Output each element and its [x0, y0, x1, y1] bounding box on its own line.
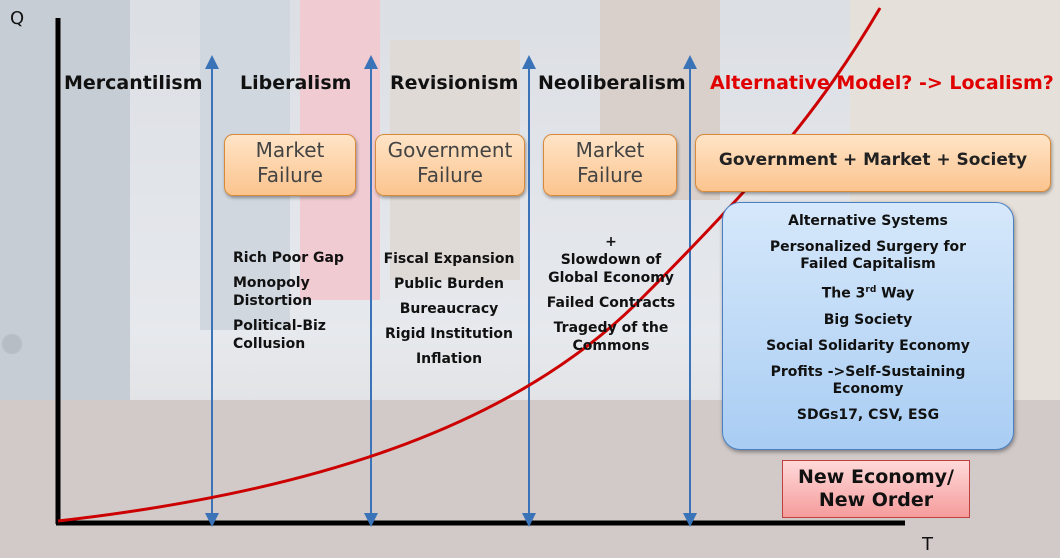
issue-item: Fiscal Expansion [383, 251, 515, 267]
issue-item: Rich Poor Gap [233, 250, 344, 266]
issue-item: Failed Contracts [546, 295, 676, 311]
liberalism-issues: Rich Poor Gap Monopoly Distortion Politi… [233, 249, 344, 360]
issue-item: Bureaucracy [399, 301, 499, 317]
era-mercantilism: Mercantilism [64, 72, 203, 94]
alternative-system-item: SDGs17, CSV, ESG [796, 406, 940, 423]
alternative-system-item: Big Society [823, 311, 913, 328]
era-neoliberalism: Neoliberalism [538, 72, 686, 94]
issue-item: Political-Biz Collusion [233, 318, 326, 352]
failure-line-2: Failure [417, 163, 483, 187]
failure-box-liberalism: Market Failure [224, 134, 356, 196]
alternative-system-item: Social Solidarity Economy [766, 337, 970, 354]
issue-item: + [605, 234, 617, 250]
x-axis-label: T [922, 534, 933, 555]
alternative-systems-title: Alternative Systems [788, 213, 948, 229]
issue-item: Rigid Institution [384, 326, 514, 342]
era-revisionism: Revisionism [390, 72, 519, 94]
era-alternative-model: Alternative Model? -> Localism? [710, 72, 1054, 94]
failure-line-2: Failure [257, 163, 323, 187]
failure-line-1: Market [575, 138, 645, 162]
alternative-systems-box: Alternative Systems Personalized Surgery… [722, 202, 1014, 450]
revisionism-issues: Fiscal Expansion Public Burden Bureaucra… [376, 250, 522, 375]
growth-curve [57, 7, 882, 523]
government-market-society-box: Government + Market + Society [695, 134, 1051, 192]
issue-item: Slowdown of Global Economy [548, 252, 674, 286]
issue-item: Monopoly Distortion [233, 275, 313, 309]
neoliberalism-issues: + Slowdown of Global Economy Failed Cont… [532, 233, 690, 362]
alternative-system-item: Profits ->Self-Sustaining Economy [770, 363, 966, 397]
y-axis-label: Q [10, 8, 25, 29]
issue-item: Inflation [415, 351, 483, 367]
era-liberalism: Liberalism [240, 72, 352, 94]
failure-line-2: Failure [577, 163, 643, 187]
failure-line-1: Market [255, 138, 325, 162]
failure-box-neoliberalism: Market Failure [543, 134, 677, 196]
failure-box-revisionism: Government Failure [375, 134, 525, 196]
new-economy-box: New Economy/ New Order [782, 460, 970, 518]
failure-line-1: Government [387, 138, 513, 162]
alternative-system-item: The 3rd Way [821, 285, 915, 302]
issue-item: Public Burden [393, 276, 505, 292]
alternative-system-item: Personalized Surgery for Failed Capitali… [769, 239, 967, 272]
issue-item: Tragedy of the Commons [553, 320, 669, 354]
